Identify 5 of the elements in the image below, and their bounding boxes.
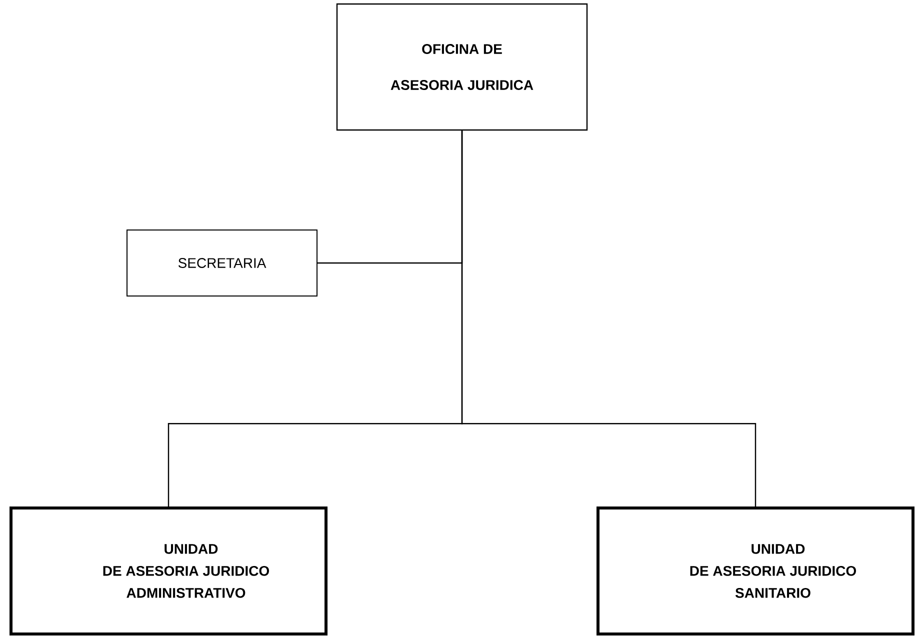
secretary-box: SECRETARIA [126,230,318,296]
connector-line [461,130,756,506]
office-box: OFICINA DE ASESORIA JURIDICA [336,3,588,131]
unit-box: UNIDAD DE ASESORIA JURIDICO ADMINISTRATIVO [10,506,328,636]
unit-box: UNIDAD DE ASESORIA JURIDICO SANITARIO [596,506,914,636]
